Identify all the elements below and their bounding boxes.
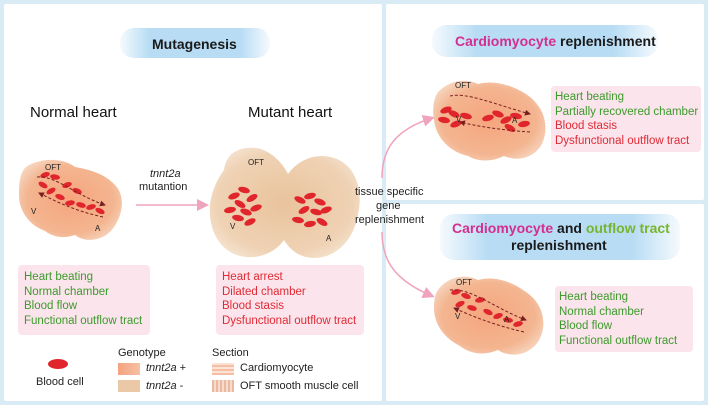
phenotype-line: Heart beating xyxy=(24,271,94,283)
genotype-minus-sign: - xyxy=(176,380,184,392)
phenotype-line: Functional outflow tract xyxy=(24,314,143,327)
cm-oft-replenishment-heart xyxy=(434,276,544,355)
replenish2-title-and: and xyxy=(553,220,586,236)
legend-genotype-plus: tnnt2a + xyxy=(146,362,186,374)
genotype-plus-sign: + xyxy=(176,362,187,374)
mutation-gene-label: tnnt2a xyxy=(150,168,181,180)
replenish1-title-cm: Cardiomyocyte xyxy=(455,33,557,49)
blood-cell-icon xyxy=(48,359,68,369)
mutagenesis-title: Mutagenesis xyxy=(152,36,237,52)
cm-repl-v-label: V xyxy=(456,115,462,124)
section-oft-swatch xyxy=(212,380,234,392)
mutant-heart-oft-label: OFT xyxy=(248,158,264,167)
phenotype-line: Blood stasis xyxy=(555,120,618,132)
mutagenesis-title-pill xyxy=(120,28,270,58)
phenotype-line: Blood stasis xyxy=(222,300,285,312)
genotype-plus-swatch xyxy=(118,363,140,375)
normal-heart-oft-label: OFT xyxy=(45,163,61,172)
legend-section-title: Section xyxy=(212,347,249,359)
replenishment-arrows xyxy=(381,114,435,299)
normal-phenotype-box: Heart beating Normal chamber Blood flow … xyxy=(18,265,150,335)
mutation-word-label: mutantion xyxy=(139,181,188,193)
replenish2-title-oft: outflow tract xyxy=(585,220,670,236)
phenotype-line: Dysfunctional outflow tract xyxy=(222,314,357,327)
mutation-arrow xyxy=(136,199,209,211)
replenish1-title-rest: replenishment xyxy=(556,33,656,49)
replenish2-title-line2: replenishment xyxy=(511,237,607,253)
normal-heart-v-label: V xyxy=(31,207,37,216)
cm-replenishment-heart xyxy=(433,80,546,161)
cm-repl-oft-label: OFT xyxy=(455,81,471,90)
phenotype-line: Heart beating xyxy=(555,91,625,103)
phenotype-line: Normal chamber xyxy=(559,305,644,318)
genotype-minus-swatch xyxy=(118,380,140,392)
replenish2-title: Cardiomyocyte and outflow tract xyxy=(452,220,670,236)
phenotype-line: Blood flow xyxy=(559,320,613,332)
legend-genotype-title: Genotype xyxy=(118,347,166,359)
normal-heart-title: Normal heart xyxy=(30,104,117,121)
mutant-heart-title: Mutant heart xyxy=(248,104,333,121)
legend-section-cm: Cardiomyocyte xyxy=(240,362,314,374)
replenish-label-2: gene xyxy=(376,200,401,212)
mutant-phenotype-box: Heart arrest Dilated chamber Blood stasi… xyxy=(216,265,364,335)
phenotype-line: Heart beating xyxy=(559,291,629,303)
mutant-heart-a-label: A xyxy=(326,234,332,243)
replenish2-title-pill xyxy=(440,214,680,260)
legend-blood-cell-label: Blood cell xyxy=(36,376,84,388)
replenish1-title: Cardiomyocyte replenishment xyxy=(455,33,656,49)
replenish1-title-pill xyxy=(432,25,658,57)
replenish2-title-cm: Cardiomyocyte xyxy=(452,220,554,236)
phenotype-line: Heart arrest xyxy=(222,271,283,283)
phenotype-line: Dysfunctional outflow tract xyxy=(555,134,690,147)
normal-heart-a-label: A xyxy=(95,224,101,233)
cm-oft-repl-v-label: V xyxy=(455,312,461,321)
genotype-plus-gene: tnnt2a xyxy=(146,362,177,374)
normal-heart xyxy=(19,159,122,240)
phenotype-line: Blood flow xyxy=(24,300,78,312)
phenotype-line: Functional outflow tract xyxy=(559,334,678,347)
mutant-heart xyxy=(209,147,360,258)
legend-section-oft: OFT smooth muscle cell xyxy=(240,380,359,392)
replenish-label-1: tissue specific xyxy=(355,186,424,198)
phenotype-line: Normal chamber xyxy=(24,285,109,298)
cm-oft-repl-phenotype-box: Heart beating Normal chamber Blood flow … xyxy=(555,286,693,352)
mutant-heart-v-label: V xyxy=(230,222,236,231)
genotype-minus-gene: tnnt2a xyxy=(146,380,177,392)
section-cm-swatch xyxy=(212,363,234,375)
cm-oft-repl-a-label: A xyxy=(504,315,510,324)
cm-oft-repl-oft-label: OFT xyxy=(456,278,472,287)
phenotype-line: Partially recovered chamber xyxy=(555,105,699,118)
legend-genotype-minus: tnnt2a - xyxy=(146,380,183,392)
cm-repl-a-label: A xyxy=(512,116,518,125)
cm-repl-phenotype-box: Heart beating Partially recovered chambe… xyxy=(551,86,701,152)
phenotype-line: Dilated chamber xyxy=(222,285,306,298)
replenish-label-3: replenishment xyxy=(355,214,425,226)
